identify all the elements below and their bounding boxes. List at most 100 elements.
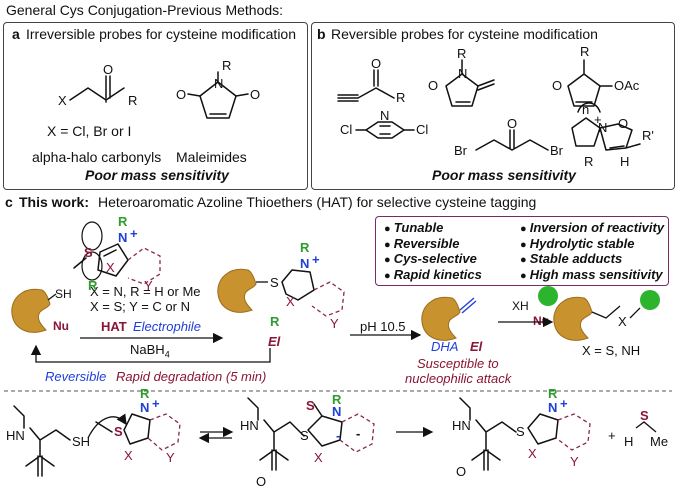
el-atom-y: Y — [330, 316, 339, 331]
prod-o: O — [456, 464, 466, 479]
prod-r: R — [548, 386, 558, 401]
atom-b-r1: R — [396, 90, 405, 105]
el-label: El — [268, 334, 281, 349]
atom-b-plus: + — [594, 112, 602, 127]
xdef-1: X = N, R = H or Me — [90, 284, 201, 299]
mech-s: S — [114, 424, 123, 439]
panel-b-title: Reversible probes for cysteine modificat… — [331, 26, 598, 42]
panel-a-xdef: X = Cl, Br or I — [47, 123, 132, 139]
mechanism-intermediate: HN S S N R - - X O — [240, 392, 375, 489]
mech-y: Y — [166, 450, 175, 465]
feature-item: ● Hydrolytic stable — [520, 235, 635, 251]
int-r: R — [332, 392, 342, 407]
panel-a-label-maleimides: Maleimides — [176, 149, 247, 165]
prod-s: S — [516, 424, 525, 439]
reversible-label: Reversible — [45, 369, 107, 384]
el-atom-x: X — [286, 294, 295, 309]
feature-item: ● High mass sensitivity — [520, 266, 663, 282]
atom-b-h5: H — [620, 154, 629, 169]
nabh4-subscript: 4 — [164, 349, 170, 360]
feature-label: High mass sensitivity — [529, 266, 663, 282]
mech-r: R — [140, 386, 150, 401]
hat-label: HAT — [101, 319, 127, 334]
atom-c-r: R — [118, 214, 128, 229]
el-atom-plus: + — [312, 252, 320, 267]
panel-a-label-halo: alpha-halo carbonyls — [32, 149, 162, 165]
prod-hn: HN — [452, 418, 471, 433]
mechanism-hat: S N + R X Y — [95, 386, 181, 465]
feature-label: Hydrolytic stable — [529, 235, 635, 251]
mech-n: N — [140, 400, 149, 415]
el-atom-r: R — [300, 240, 310, 255]
mesh-s: S — [640, 408, 649, 423]
atom-b-br1: Br — [454, 143, 468, 158]
atom-c-rgreen: R — [88, 278, 98, 293]
mechanism-cysteine: HN SH — [6, 405, 90, 477]
atom-b-ntz: N — [380, 108, 389, 123]
bullet-icon: ● — [520, 254, 530, 266]
susceptible-line2: nucleophilic attack — [405, 371, 512, 386]
bullet-icon: ● — [520, 269, 530, 282]
ph-label: pH 10.5 — [360, 319, 406, 334]
isoxazolium-structure: n + N O R' R H — [571, 102, 654, 169]
atom-o2: O — [176, 87, 186, 102]
mech-plus: + — [152, 396, 160, 411]
panel-a-box — [3, 22, 308, 190]
mech-hn: HN — [6, 428, 25, 443]
int-s2: S — [306, 398, 315, 413]
atom-c-x: X — [106, 260, 115, 275]
atom-n: N — [214, 76, 223, 91]
feature-label: Inversion of reactivity — [529, 220, 665, 235]
panel-c-title-rest: Heteroaromatic Azoline Thioethers (HAT) … — [98, 194, 537, 210]
panel-c-letter: c — [5, 194, 13, 210]
atom-b-cl1: Cl — [340, 122, 352, 137]
maleimide-structure: N R O O — [176, 58, 260, 119]
mech-x: X — [124, 448, 133, 463]
header-title: General Cys Conjugation-Previous Methods… — [6, 2, 284, 18]
feature-label: Tunable — [393, 220, 444, 235]
mech-curved-arrow — [87, 413, 127, 439]
prod-plus: + — [560, 396, 568, 411]
mech-sh: SH — [72, 434, 90, 449]
dibromoacetone-structure: Br Br O — [454, 116, 564, 158]
feature-label: Cys-selective — [393, 251, 477, 266]
methylene-pyrrolinone-structure: N R O — [428, 46, 495, 107]
xdef-2: X = S; Y = C or N — [90, 299, 190, 314]
el-atom-rgreen: R — [270, 314, 280, 329]
atom-c-s2: S — [270, 275, 279, 290]
alpha-halo-carbonyl-structure: X O R — [58, 62, 137, 108]
atom-o: O — [103, 62, 113, 77]
int-o: O — [256, 474, 266, 489]
reverse-arrow — [30, 344, 271, 363]
feature-item: ● Cys-selective — [384, 251, 477, 266]
bullet-icon: ● — [520, 238, 530, 251]
cyclopentenone-structure: O R OAc — [552, 44, 640, 107]
int-x: X — [314, 450, 323, 465]
electrophile-label: Electrophile — [133, 319, 201, 334]
panel-a-note: Poor mass sensitivity — [85, 167, 229, 183]
int-s: S — [300, 428, 309, 443]
panel-b-box — [311, 22, 675, 190]
atom-c-plus: + — [130, 226, 138, 241]
atom-c-y: Y — [144, 278, 153, 293]
feature-label: Rapid kinetics — [393, 266, 482, 282]
atom-b-nsub: n — [582, 102, 589, 117]
prod-n: N — [548, 400, 557, 415]
atom-r2: R — [222, 58, 231, 73]
int-hn: HN — [240, 418, 259, 433]
bullet-icon: ● — [384, 269, 394, 282]
susceptible-line1: Susceptible to — [417, 356, 499, 371]
int-minus2: - — [356, 426, 360, 441]
bullet-icon: ● — [384, 238, 394, 251]
el2-label: El — [470, 339, 483, 354]
alkynone-structure: O R — [337, 56, 405, 105]
atom-b-n2: N — [458, 66, 467, 81]
product-nucleophile-ball — [640, 290, 660, 310]
sh-label: SH — [55, 287, 72, 301]
protein-nu — [11, 288, 57, 333]
atom-c-s: S — [84, 245, 93, 260]
feature-label: Reversible — [393, 235, 460, 251]
atom-b-cl2: Cl — [416, 122, 428, 137]
